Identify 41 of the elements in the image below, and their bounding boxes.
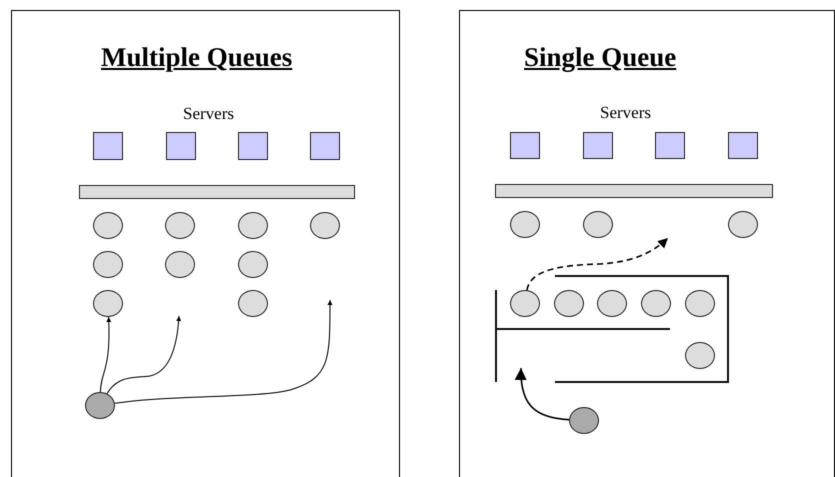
- panel-heading: Multiple Queues: [101, 41, 292, 73]
- customer-circle: [238, 212, 268, 239]
- customer-circle: [641, 290, 671, 317]
- customer-circle: [685, 290, 715, 317]
- server-square: [510, 132, 540, 159]
- server-square: [166, 132, 196, 160]
- arrow: [515, 368, 570, 420]
- panel-frame: [11, 10, 400, 477]
- customer-circle: [93, 251, 123, 278]
- customer-circle: [597, 290, 627, 317]
- customer-circle: [93, 290, 123, 317]
- customer-circle: [310, 212, 340, 239]
- panel-heading: Single Queue: [524, 41, 676, 73]
- server-square: [655, 132, 685, 159]
- servers-label: Servers: [600, 103, 651, 123]
- customer-circle: [685, 342, 715, 369]
- customer-circle: [93, 212, 123, 239]
- customer-circle: [238, 290, 268, 317]
- customer-circle: [554, 290, 584, 317]
- servers-label: Servers: [183, 104, 234, 124]
- service-counter-bar: [495, 184, 773, 198]
- customer-circle: [728, 211, 758, 238]
- arrow: [114, 300, 332, 404]
- customer-circle: [238, 251, 268, 278]
- arriving-customer-circle: [85, 392, 115, 419]
- server-square: [310, 132, 340, 160]
- customer-circle: [510, 211, 540, 238]
- arrow: [100, 316, 112, 392]
- server-square: [728, 132, 758, 159]
- customer-circle: [165, 212, 195, 239]
- server-square: [93, 132, 123, 160]
- arrow: [526, 237, 669, 290]
- panel-frame: [459, 10, 835, 477]
- customer-circle: [583, 211, 613, 238]
- arriving-customer-circle: [569, 407, 599, 434]
- customer-circle: [165, 251, 195, 278]
- server-square: [583, 132, 613, 159]
- arrow: [106, 316, 182, 394]
- customer-circle: [510, 290, 540, 317]
- server-square: [238, 132, 268, 160]
- service-counter-bar: [79, 185, 355, 199]
